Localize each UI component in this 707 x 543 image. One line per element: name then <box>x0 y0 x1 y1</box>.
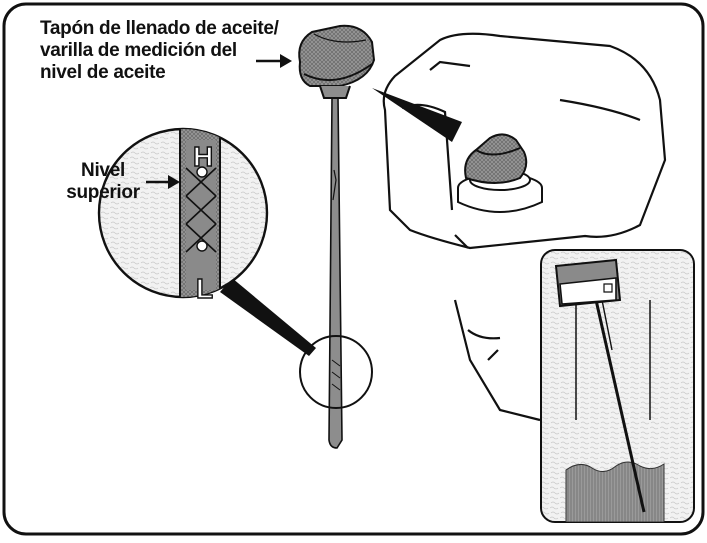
oil-cap-callout-line-2: varilla de medición del <box>40 40 237 61</box>
upper-level-callout-line-2: superior <box>66 182 140 203</box>
magnified-view <box>97 127 269 299</box>
upper-level-callout: Nivel superior <box>58 160 148 204</box>
magnifier-connector <box>220 278 316 356</box>
oil-surface <box>565 461 665 522</box>
pointer-wedge <box>372 88 462 142</box>
arrow-to-level <box>146 175 180 189</box>
oil-cap-callout-line-1: Tapón de llenado de aceite/ <box>40 18 279 39</box>
detail-tip-marks <box>331 359 341 391</box>
detail-circle-small <box>299 335 373 409</box>
oil-cap-callout: Tapón de llenado de aceite/ varilla de m… <box>40 18 340 84</box>
oil-cap-callout-line-3: nivel de aceite <box>40 62 166 83</box>
gauge-mark-low: L <box>196 273 213 304</box>
gauge-mark-high: H <box>193 141 213 172</box>
upper-level-callout-line-1: Nivel <box>81 160 125 181</box>
engine-body <box>382 32 667 422</box>
arrow-to-cap <box>256 54 292 68</box>
engine-cap <box>464 133 528 184</box>
oil-level-inset <box>540 249 695 523</box>
